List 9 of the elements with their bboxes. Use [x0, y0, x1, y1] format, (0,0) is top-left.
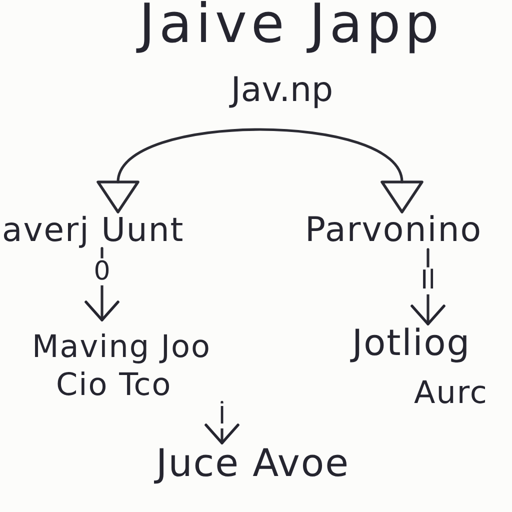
node-label: Aurc: [414, 376, 488, 410]
curved-arrow: [96, 128, 424, 214]
node-label: Maving Joo: [32, 330, 211, 364]
node-label: Parvonino: [305, 212, 482, 250]
node-label: Juce Avoe: [156, 443, 350, 485]
node-label: Jotliog: [352, 324, 471, 364]
node-label: Cio Tco: [56, 368, 172, 402]
node-label: averj Uunt: [2, 212, 184, 248]
subheading: Jav.np: [230, 72, 334, 110]
